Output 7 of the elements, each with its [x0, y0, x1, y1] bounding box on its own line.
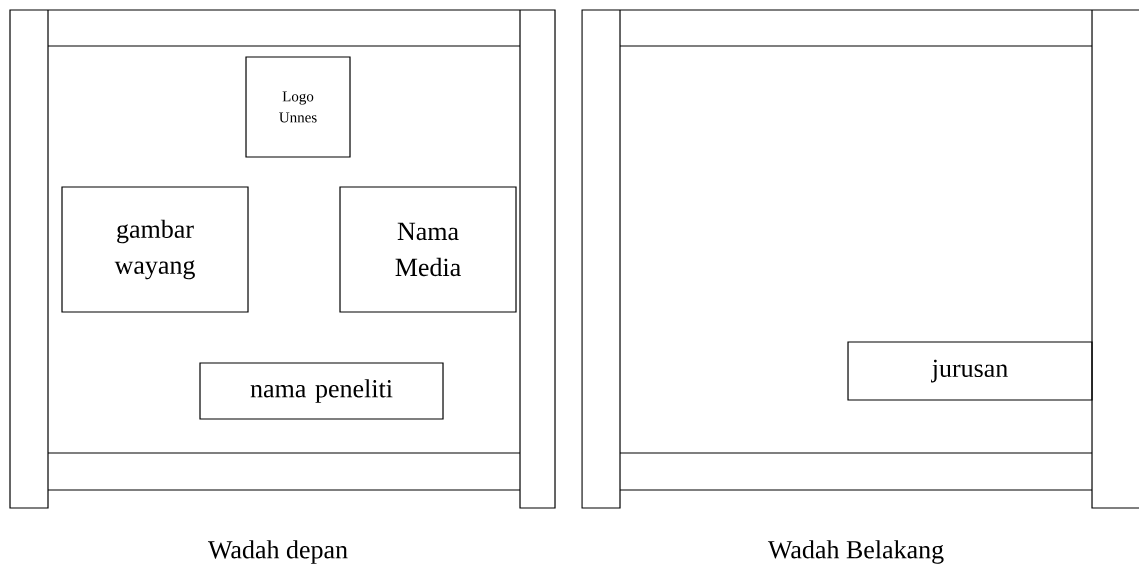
text-box: Nama Media: [339, 186, 517, 313]
caption: Wadah depan: [208, 540, 348, 564]
caption: Wadah Belakang: [767, 540, 944, 564]
text-box: jurusan: [847, 341, 1093, 401]
text-box: nama peneliti: [199, 362, 444, 420]
text-box: gambar wayang: [61, 186, 249, 313]
text-box: Logo Unnes: [245, 56, 351, 158]
